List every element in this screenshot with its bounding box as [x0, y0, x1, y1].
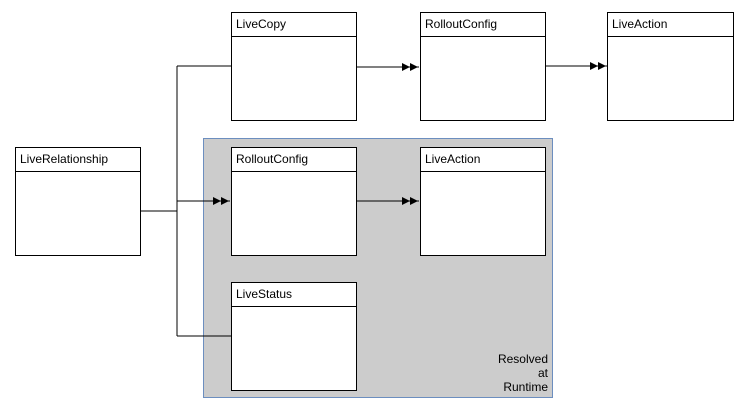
box-live-status-label: LiveStatus — [232, 283, 356, 307]
box-live-status: LiveStatus — [231, 282, 357, 391]
box-live-relationship-label: LiveRelationship — [16, 148, 140, 172]
runtime-label-line-1: Resolved — [497, 352, 548, 366]
runtime-label-line-2: at — [537, 366, 548, 380]
runtime-region-label: Resolved at Runtime — [470, 352, 548, 394]
box-rollout-config-top-label: RolloutConfig — [421, 13, 545, 37]
box-rollout-config-runtime: RolloutConfig — [231, 147, 357, 256]
box-live-action-top: LiveAction — [607, 12, 734, 121]
runtime-label-line-3: Runtime — [503, 380, 548, 394]
box-rollout-config-top: RolloutConfig — [420, 12, 546, 121]
box-live-copy-label: LiveCopy — [232, 13, 356, 37]
box-live-relationship: LiveRelationship — [15, 147, 141, 256]
box-live-copy: LiveCopy — [231, 12, 357, 121]
box-live-action-runtime-label: LiveAction — [421, 148, 545, 172]
box-live-action-runtime: LiveAction — [420, 147, 546, 256]
box-live-action-top-label: LiveAction — [608, 13, 733, 37]
box-rollout-config-runtime-label: RolloutConfig — [232, 148, 356, 172]
